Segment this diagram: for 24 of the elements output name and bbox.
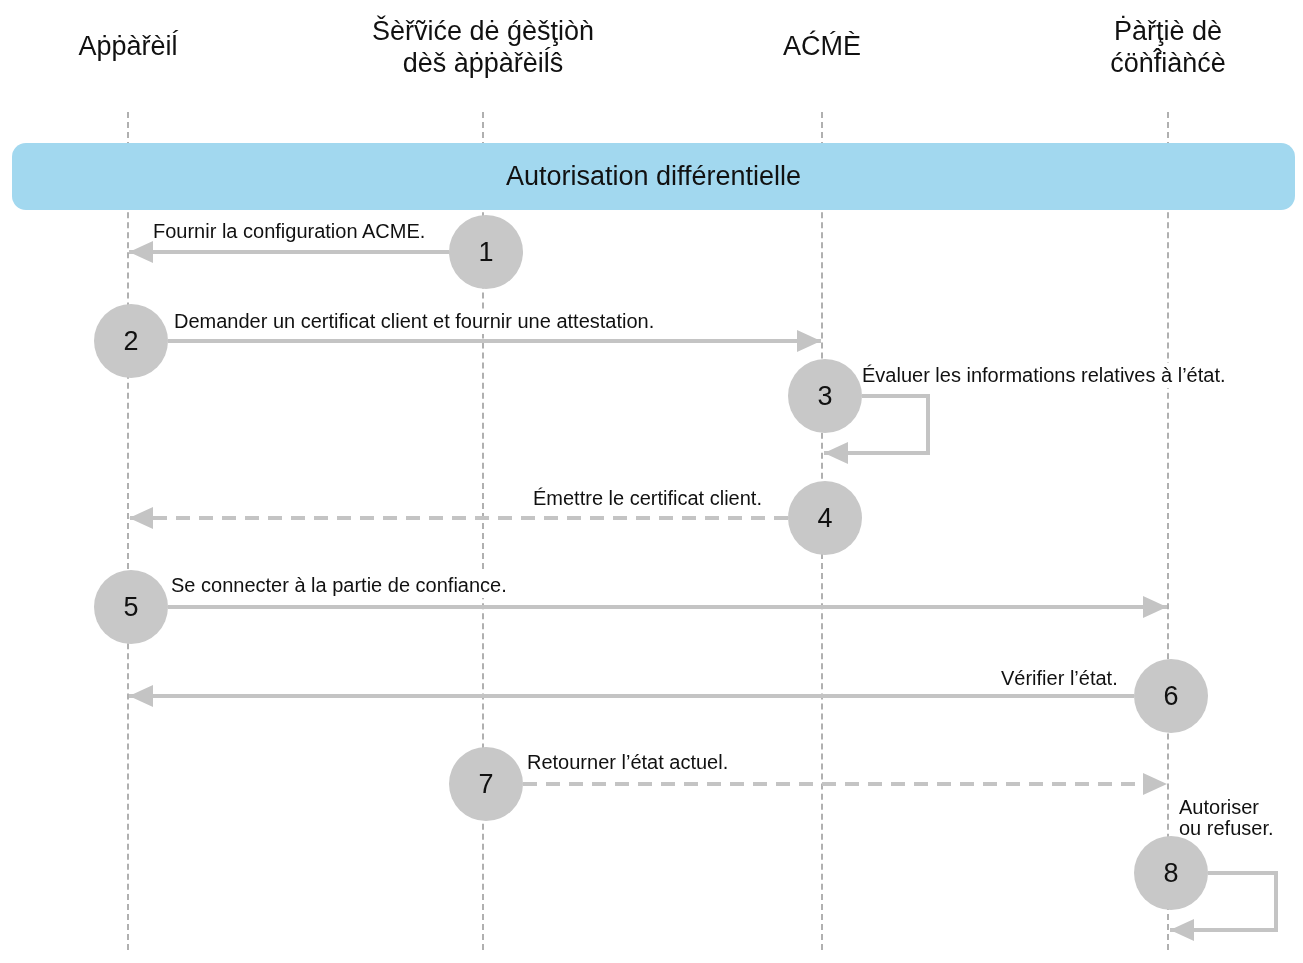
participant-header: Aṗṗàřèiĺ — [0, 30, 258, 62]
message-arrow — [129, 507, 788, 529]
participant-header: Ṗàřţiè dè ćöǹf̂iàǹćè — [1088, 15, 1248, 79]
step-number: 4 — [788, 481, 862, 555]
message-arrow — [129, 685, 1134, 707]
edge-label: Demander un certificat client et fournir une attestation. — [174, 309, 655, 334]
step-number: 1 — [449, 215, 523, 289]
step-number: 3 — [788, 359, 862, 433]
edge-label: Évaluer les informations relatives à l’état. — [862, 363, 1226, 388]
message-arrow — [523, 773, 1167, 795]
step-number: 6 — [1134, 659, 1208, 733]
message-arrow — [1170, 871, 1278, 941]
message-arrow — [129, 241, 449, 263]
step-number: 2 — [94, 304, 168, 378]
message-arrow — [824, 394, 930, 464]
step-number: 7 — [449, 747, 523, 821]
edge-label: Se connecter à la partie de confiance. — [171, 573, 507, 598]
participant-header: Šèřṽiće dė ǵèšţiòǹ dèš àṗṗàřèiĺŝ — [353, 15, 613, 79]
step-number: 5 — [94, 570, 168, 644]
message-arrow — [168, 330, 821, 352]
message-arrow — [168, 596, 1167, 618]
phase-band: Autorisation différentielle — [12, 143, 1295, 210]
step-number: 8 — [1134, 836, 1208, 910]
participant-header: AĆḾÈ — [692, 30, 952, 62]
